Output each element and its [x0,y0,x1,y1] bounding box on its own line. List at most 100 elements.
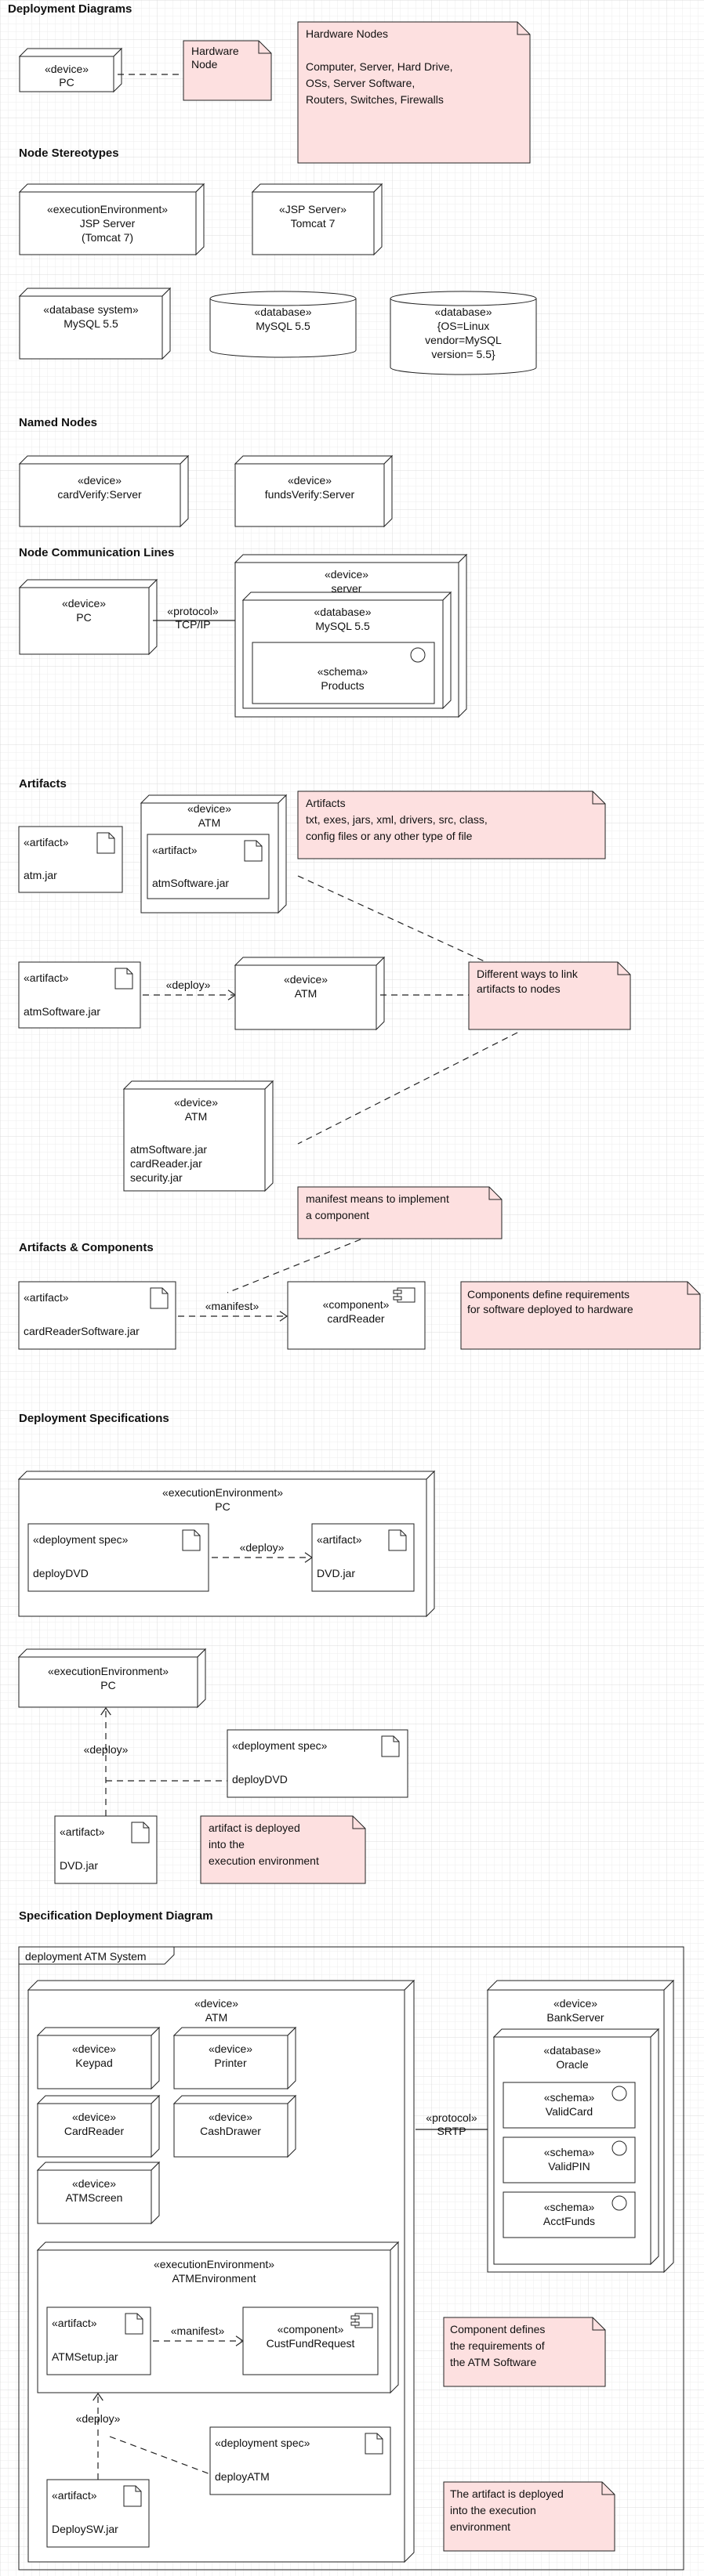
node-exec-env-pc-top [17,1471,436,1480]
artifact-atm-software-inner-icon-fold [256,841,262,847]
note-manifest [297,1186,503,1239]
deploy-spec-dvd2-stereo: «deployment spec» [232,1739,328,1752]
node-database-system-face [19,295,163,360]
db-cyl2-text: version= 5.5} [431,348,495,360]
artifact-atm-software-icon-fold [126,968,132,975]
oracle-text: Oracle [556,2058,588,2071]
schema-icon-0 [611,2086,627,2101]
node-funds-verify-side [383,454,393,528]
heading-deployment-specs: Deployment Specifications [19,1412,169,1425]
deploy-spec-dvd-icon [182,1529,201,1551]
node-device-cardreader-top [36,2095,161,2104]
artifact-atm-jar-icon-fold [108,833,114,839]
atm-manifest-label: «manifest» [171,2325,225,2337]
device-keypad-text: Keypad [75,2057,112,2069]
atm-environment-text: ATMEnvironment [172,2272,256,2285]
pc-stereotype: «device» [45,63,89,75]
deploy-dvd-label: «deploy» [240,1541,285,1554]
schema-products-icon [410,647,426,663]
artifact-atm-software-icon [114,968,133,990]
comm-server-text: server [332,582,362,595]
artifact-atm-software-inner-icon [244,840,263,862]
node-card-verify [18,454,190,528]
node-atm-environment-side [390,2241,399,2394]
deploy-spec-dvd-icon-fold [194,1530,200,1536]
node-comm-server-side [458,553,467,718]
node-device-printer-top [172,2027,297,2036]
note-hardware-nodes [297,21,531,164]
node-comm-pc-side [148,578,158,656]
node-funds-verify-top [234,455,394,465]
node-artifacts-atm2-face [234,964,377,1030]
node-jsp-server-face [252,191,375,255]
artifact-deploysw-icon-fold [135,2486,141,2492]
deploy-spec-dvd2-icon-fold [393,1736,399,1742]
artifact-atm-software-stereo: «artifact» [24,971,69,984]
node-artifacts-atm3-side [264,1080,274,1192]
node-device-pc [18,47,123,93]
device-keypad-text: «device» [72,2042,116,2055]
component-cust-fund-icon-tab1 [350,2315,360,2320]
node-comm-mysql-side [442,591,452,710]
cust-fund-text: CustFundRequest [267,2337,355,2350]
device-cashdrawer-text: CashDrawer [200,2125,261,2137]
deploy-spec-atm [209,2426,391,2495]
note-component-defines-text: the ATM Software [450,2356,536,2368]
atm-deploy-label: «deploy» [76,2412,121,2425]
note-manifest-fold [488,1187,502,1200]
note-deployed [200,1815,366,1884]
artifacts-atm3-text: «device» [174,1096,218,1109]
inner-artifact-name: atmSoftware.jar [152,877,229,889]
frame-atm-system-tab [19,1947,175,1965]
artifact-dvd-stereo: «artifact» [317,1533,362,1546]
note-artifacts [297,791,606,859]
exec-env-pc2-text: «executionEnvironment» [48,1665,169,1677]
artifacts-atm-text: ATM [198,816,221,829]
node-exec-env-pc-side [426,1470,435,1618]
node-artifacts-atm2-top [234,957,386,966]
srtp-label: «protocol» [426,2111,477,2124]
note-artifacts-text: Artifacts [306,797,346,809]
artifact-atm-setup-icon-fold [136,2314,143,2320]
srtp-label: SRTP [437,2125,466,2137]
artifact-dvd-jar-icon [388,1529,407,1551]
node-jsp-server-top [251,183,383,193]
card-reader-artifact-name: cardReaderSoftware.jar [24,1325,140,1337]
schema-icon-2 [611,2195,627,2211]
node-exec-env-pc2-face [18,1656,198,1708]
artifact-dvd-jar-icon-fold [400,1530,406,1536]
component-card-reader-icon-tab2 [393,1296,402,1301]
note-component-defines-text: the requirements of [450,2339,545,2352]
db-cyl2-text: vendor=MySQL [425,334,502,346]
note-deployed-fold [352,1816,365,1829]
note-components [460,1281,701,1350]
schema-products-text: «schema» [318,665,368,678]
note-artifact-deployed-fold [601,2482,615,2495]
frame-atm-system-label: deployment ATM System [25,1950,147,1963]
database-mysql-cylinder-top [209,291,357,306]
artifact-dvd2-stereo: «artifact» [60,1825,105,1838]
node-comm-mysql-top [241,592,452,601]
jsp-env-text: «executionEnvironment» [47,203,168,215]
device-atmscreen-text: ATMScreen [66,2191,123,2204]
artifact-atm-software-name: atmSoftware.jar [24,1005,100,1018]
device-atmscreen-text: «device» [72,2177,116,2190]
schema-text-0: ValidCard [546,2105,593,2118]
node-comm-server-top [234,554,468,563]
note-artifact-deployed-text: into the execution [450,2504,536,2516]
oracle-text: «database» [543,2044,601,2057]
manifest-label: «manifest» [205,1300,259,1312]
artifact-dvd-name: DVD.jar [317,1567,355,1579]
card-reader-component-text: «component» [323,1298,390,1311]
db-system-text: MySQL 5.5 [64,317,118,330]
comm-pc-text: «device» [62,597,106,610]
device-cardreader-text: «device» [72,2111,116,2123]
node-funds-verify-face [234,463,385,527]
device-cardreader-text: CardReader [64,2125,125,2137]
artifact-atm-jar-icon [96,832,115,854]
note-manifest-text: a component [306,1209,369,1221]
db-cyl1-text: «database» [254,306,311,318]
atm-setup-name: ATMSetup.jar [52,2350,118,2363]
db-cyl2-text: {OS=Linux [437,320,490,332]
